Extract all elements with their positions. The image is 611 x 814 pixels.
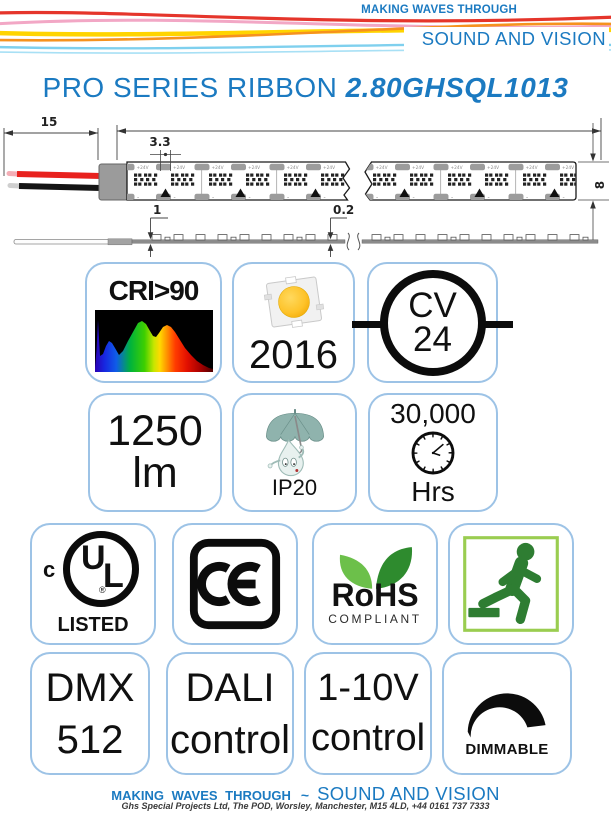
dimmer-arc-icon xyxy=(467,693,546,738)
dimension-strip-width xyxy=(578,123,609,240)
ce-mark-icon xyxy=(189,538,281,630)
badge-emergency xyxy=(448,523,574,645)
page-title: PRO SERIES RIBBON 2.80GHSQL1013 xyxy=(0,72,611,104)
rohs-label: RoHS xyxy=(331,577,419,613)
badge-rohs: RoHS COMPLIANT xyxy=(312,523,438,645)
ip-rating-label: IP20 xyxy=(271,474,318,500)
header-tagline-large: SOUND AND VISION xyxy=(403,27,609,52)
strip-segment-1 xyxy=(126,161,351,201)
footer-tagline-large: SOUND AND VISION xyxy=(317,783,500,804)
dimension-wire-length xyxy=(3,128,99,176)
badge-cri: CRI>90 xyxy=(85,262,222,383)
badge-lumens: 1250 lm xyxy=(88,393,222,512)
ribbon-waves xyxy=(0,10,611,54)
cv-line-right xyxy=(479,320,513,328)
registered-mark: ® xyxy=(99,585,106,595)
badge-1-10v: 1-10V control xyxy=(304,652,432,775)
dim-led-pitch: 3.3 xyxy=(149,135,170,149)
lumens-value: 1250 xyxy=(107,406,203,455)
dim-wire-length: 15 xyxy=(41,115,58,129)
side-profile xyxy=(13,232,599,251)
cv-symbol: CV 24 xyxy=(379,269,486,376)
spectrum-graph xyxy=(94,310,213,372)
rohs-leaves-icon xyxy=(339,547,413,589)
dimension-pcb-thickness xyxy=(330,217,347,257)
dim-profile-height: 1 xyxy=(153,203,161,217)
1-10v-label: 1-10V xyxy=(317,667,419,710)
dali-label: DALI xyxy=(185,665,275,710)
badge-dmx: DMX 512 xyxy=(30,652,150,775)
badge-dali: DALI control xyxy=(166,652,294,775)
ul-letter-l: L xyxy=(103,557,124,595)
cv-line-left xyxy=(352,320,386,328)
title-prefix: PRO SERIES RIBBON xyxy=(42,72,346,103)
badge-ce xyxy=(172,523,298,645)
dmx-label: DMX xyxy=(45,665,135,710)
1-10v-sublabel: control xyxy=(310,716,426,759)
dimension-overall xyxy=(116,118,602,160)
footer-tagline-small: MAKING WAVES THROUGH xyxy=(111,788,291,803)
ip20-mascot-icon xyxy=(265,408,324,476)
cri-label: CRI>90 xyxy=(108,275,200,306)
dimmable-label: DIMMABLE xyxy=(465,741,549,758)
footer-address: Ghs Special Projects Ltd, The POD, Worsl… xyxy=(121,801,490,811)
cv-label: CV xyxy=(408,286,457,326)
header-tagline-small: MAKING WAVES THROUGH xyxy=(361,4,517,16)
dimension-profile-height xyxy=(150,217,168,257)
badge-dimmable: DIMMABLE xyxy=(442,652,572,775)
running-man-icon xyxy=(463,536,559,632)
rohs-compliant-label: COMPLIANT xyxy=(328,612,422,626)
lumens-unit: lm xyxy=(132,448,178,497)
cv-voltage: 24 xyxy=(413,319,452,359)
lead-wires xyxy=(6,171,102,191)
strip-segment-2 xyxy=(364,161,577,201)
ul-listed-label: LISTED xyxy=(57,614,129,636)
badge-lifetime-hours: 30,000 Hrs xyxy=(368,393,498,512)
dmx-value: 512 xyxy=(56,717,124,762)
badge-constant-voltage: CV 24 xyxy=(352,262,513,383)
cob-chip-icon xyxy=(263,275,324,328)
ul-canada-prefix: c xyxy=(43,557,56,582)
dim-strip-width: 8 xyxy=(593,181,607,189)
badge-chip-size: 2016 xyxy=(232,262,355,383)
ul-letter-u: U xyxy=(81,539,106,577)
hours-value: 30,000 xyxy=(390,397,476,429)
badge-ul-listed: c U L ® LISTED xyxy=(30,523,156,645)
technical-drawing: +24V +24V - - xyxy=(3,115,609,257)
clock-icon xyxy=(411,431,455,474)
chip-size-label: 2016 xyxy=(249,332,338,377)
end-cap-connector xyxy=(98,163,129,201)
title-model-number: 2.80GHSQL1013 xyxy=(345,72,569,103)
ul-circle: U L ® xyxy=(63,531,139,607)
hours-unit: Hrs xyxy=(411,475,455,507)
footer-tagline: MAKING WAVES THROUGH ~ SOUND AND VISION xyxy=(0,783,611,805)
dali-sublabel: control xyxy=(169,717,291,762)
ul-logo: c U L ® xyxy=(41,531,145,611)
dim-pcb-thickness: 0.2 xyxy=(333,203,354,217)
footer-tilde: ~ xyxy=(300,787,310,803)
badge-ip-rating: IP20 xyxy=(232,393,357,512)
